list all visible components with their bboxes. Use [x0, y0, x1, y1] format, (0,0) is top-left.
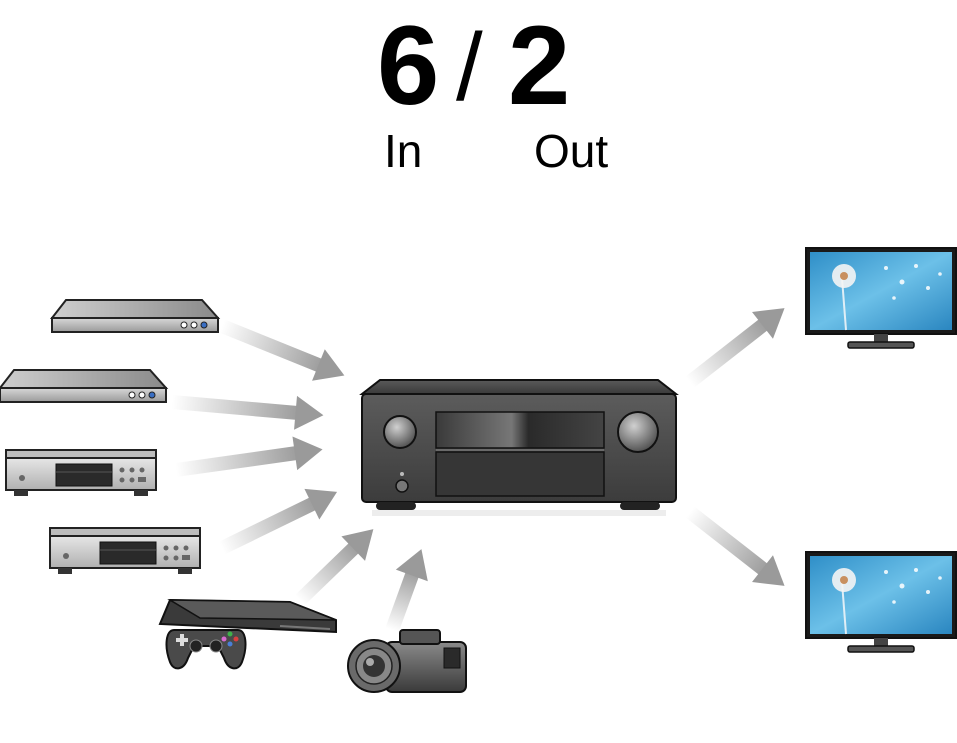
- output-arrow: [685, 308, 785, 388]
- cd-player-icon: [49, 527, 201, 574]
- io-count-heading: 6 / 2 In Out: [0, 3, 957, 175]
- input-arrows: [171, 319, 428, 633]
- blu-ray-player-icon: [0, 369, 169, 403]
- input-arrow: [385, 549, 428, 633]
- input-arrow: [218, 488, 338, 555]
- cd-player-icon: [5, 449, 157, 496]
- outputs-label: Out: [534, 125, 609, 177]
- inputs-count: 6: [377, 3, 440, 128]
- outputs-count: 2: [508, 3, 571, 128]
- inputs-label: In: [384, 125, 423, 177]
- input-arrow: [295, 529, 374, 606]
- blu-ray-player-icon: [49, 299, 221, 333]
- output-arrows: [685, 308, 785, 586]
- camcorder-icon: [347, 629, 467, 693]
- input-arrow: [175, 436, 323, 477]
- count-separator: /: [456, 14, 483, 121]
- tv-icon: [805, 551, 957, 653]
- input-arrow: [219, 319, 345, 381]
- game-console-icon: [158, 598, 337, 670]
- input-arrow: [171, 395, 324, 430]
- output-arrow: [685, 506, 785, 586]
- av-receiver-icon: [359, 379, 679, 516]
- tv-icon: [805, 247, 957, 349]
